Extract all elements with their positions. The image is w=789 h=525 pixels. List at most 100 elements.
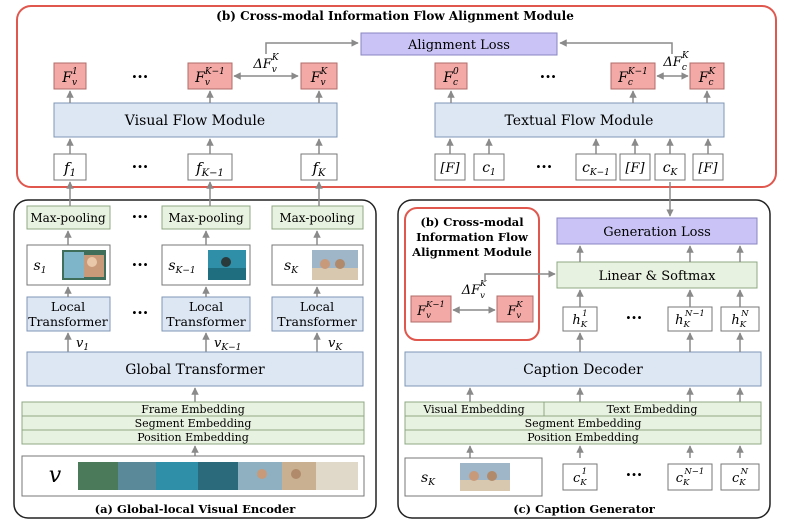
- svg-text:cK: cK: [663, 160, 679, 178]
- generation-loss-label: Generation Loss: [603, 225, 711, 240]
- visual-encoder-frame: [13, 199, 377, 519]
- visual-flow-module-label: Visual Flow Module: [124, 113, 265, 129]
- textual-delta-to-loss-arrow: [559, 39, 673, 54]
- local-transformer-3: Local Transformer: [271, 296, 364, 332]
- svg-text:[F]: [F]: [698, 161, 718, 176]
- textual-input-f-token-3: [F]: [692, 153, 724, 181]
- generator-input-cn: cKN: [720, 463, 760, 491]
- position-embedding-label: Position Embedding: [137, 431, 249, 444]
- generator-input-c1: cK1: [562, 463, 598, 491]
- linear-softmax-label: Linear & Softmax: [599, 269, 717, 284]
- segment-thumbnail: [460, 463, 510, 491]
- svg-text:sK: sK: [284, 258, 299, 276]
- svg-text:Local: Local: [189, 299, 223, 314]
- segment-thumbnail: [208, 250, 246, 280]
- svg-text:s1: s1: [34, 258, 47, 276]
- alignment-loss-box: [360, 32, 558, 56]
- visual-input-fk-1: fK−1: [187, 153, 233, 181]
- textual-output-fck-1: FcK−1: [610, 62, 656, 90]
- hidden-state-h1: hK1: [562, 306, 598, 332]
- svg-text:FcK: FcK: [698, 67, 717, 88]
- textual-flow-module-label: Textual Flow Module: [505, 113, 654, 129]
- segment-embedding-label: Segment Embedding: [135, 417, 252, 430]
- svg-text:cKN−1: cKN−1: [676, 467, 705, 488]
- svg-text:cK1: cK1: [573, 467, 587, 488]
- svg-text:Transformer: Transformer: [277, 314, 357, 329]
- inset-delta-label: ΔFvK: [461, 279, 487, 301]
- svg-text:hK1: hK1: [572, 309, 587, 330]
- visual-output-f1: Fv1: [53, 62, 87, 90]
- svg-text:FvK−1: FvK−1: [194, 67, 225, 88]
- textual-flow-module-box: [434, 102, 725, 138]
- max-pooling-box-2: [161, 205, 251, 230]
- svg-text:Transformer: Transformer: [166, 314, 246, 329]
- position-embedding-bar: [21, 429, 365, 445]
- svg-text:FvK: FvK: [506, 300, 523, 321]
- ellipsis: ···: [132, 157, 149, 176]
- global-transformer-label: Global Transformer: [125, 362, 265, 378]
- hidden-state-hn: hKN: [720, 306, 760, 332]
- ellipsis: ···: [626, 465, 643, 484]
- svg-text:fK−1: fK−1: [195, 159, 224, 179]
- visual-output-fk: FvK: [300, 62, 338, 90]
- alignment-module-title: (b) Cross-modal Information Flow Alignme…: [216, 9, 574, 23]
- ellipsis: ···: [626, 308, 643, 327]
- svg-text:f1: f1: [63, 159, 76, 179]
- max-pooling-box-3: [271, 205, 364, 230]
- caption-decoder-box: [404, 351, 762, 387]
- svg-text:sK−1: sK−1: [168, 258, 195, 276]
- svg-text:fK: fK: [311, 159, 326, 179]
- inset-fvk-1: FvK−1: [410, 295, 452, 323]
- textual-input-ck: cK: [654, 153, 686, 181]
- svg-text:FcK−1: FcK−1: [617, 67, 648, 88]
- ellipsis: ···: [132, 207, 149, 226]
- segment-sk: sK: [271, 244, 364, 286]
- visual-encoder-caption: (a) Global-local Visual Encoder: [95, 502, 297, 516]
- svg-text:Fc0: Fc0: [442, 67, 459, 88]
- visual-input-f1: f1: [53, 153, 87, 181]
- textual-input-f-token-2: [F]: [619, 153, 651, 181]
- ellipsis: ···: [540, 67, 557, 86]
- generator-input-cn-1: cKN−1: [667, 463, 713, 491]
- segment-embedding-label: Segment Embedding: [525, 417, 642, 430]
- global-transformer-box: [26, 351, 364, 387]
- svg-text:[F]: [F]: [440, 161, 460, 176]
- alignment-module-frame: [16, 5, 777, 188]
- textual-input-c1: c1: [473, 153, 505, 181]
- textual-input-f-token-1: [F]: [434, 153, 466, 181]
- svg-text:FvK−1: FvK−1: [416, 300, 445, 321]
- hidden-state-hn-1: hKN−1: [667, 306, 713, 332]
- textual-output-fc0: Fc0: [434, 62, 468, 90]
- segment-sk-1: sK−1: [161, 244, 251, 286]
- ellipsis: ···: [132, 303, 149, 322]
- textual-input-ck-1: cK−1: [575, 153, 617, 181]
- segment-input-vk-1: vK−1: [214, 336, 241, 353]
- max-pooling-label: Max-pooling: [279, 211, 355, 225]
- svg-text:Fv1: Fv1: [61, 67, 78, 88]
- caption-generator-caption: (c) Caption Generator: [513, 502, 656, 516]
- segment-thumbnail: [62, 250, 106, 280]
- svg-text:[F]: [F]: [625, 161, 645, 176]
- linear-softmax-box: [556, 261, 758, 289]
- ellipsis: ···: [132, 67, 149, 86]
- textual-output-fck: FcK: [689, 62, 725, 90]
- svg-text:sK: sK: [421, 470, 436, 488]
- svg-text:hKN−1: hKN−1: [675, 309, 705, 330]
- caption-generator-frame: [397, 199, 771, 519]
- delta-textual-label: ΔFcK: [662, 51, 689, 73]
- position-embedding-label: Position Embedding: [527, 431, 639, 444]
- video-frames-strip: [78, 462, 358, 490]
- svg-text:FvK: FvK: [310, 67, 329, 88]
- frame-embedding-label: Frame Embedding: [141, 403, 245, 416]
- svg-text:hKN: hKN: [731, 309, 749, 330]
- svg-text:cKN: cKN: [732, 467, 749, 488]
- caption-decoder-label: Caption Decoder: [523, 362, 643, 378]
- svg-text:cK−1: cK−1: [582, 160, 610, 178]
- inset-to-linear-arrow: [484, 270, 556, 282]
- segment-input-v1: v1: [76, 336, 89, 353]
- alignment-loss-label: Alignment Loss: [407, 38, 510, 53]
- text-embedding-label: Text Embedding: [607, 403, 698, 416]
- max-pooling-label: Max-pooling: [168, 211, 244, 225]
- segment-input-vk: vK: [328, 336, 343, 353]
